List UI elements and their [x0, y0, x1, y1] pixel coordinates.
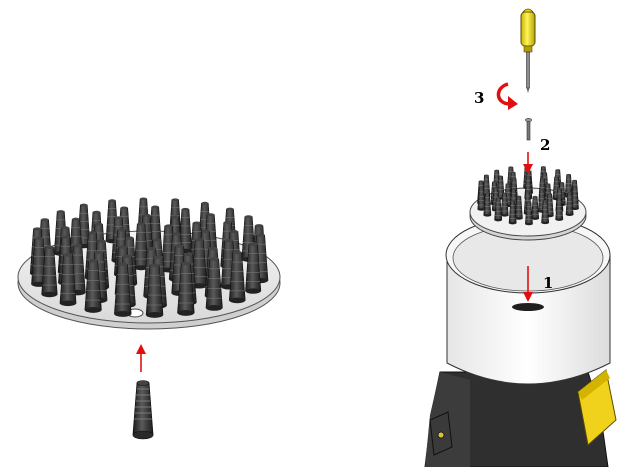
plate-screw: [525, 118, 531, 140]
rotate-clockwise-arrow-icon: [498, 84, 518, 110]
left-spike-plate-assembly: [18, 197, 280, 329]
step-label-2: 2: [540, 136, 550, 154]
step-label-3: 3: [474, 89, 484, 107]
step-label-1: 1: [543, 274, 553, 292]
plate-spikes: [30, 197, 268, 317]
right-housing-assembly: 1 2 3: [425, 9, 616, 467]
insert-spike-arrow: [136, 344, 146, 372]
cylinder-inner-hole: [512, 303, 544, 311]
loose-spike: [133, 381, 153, 440]
screwdriver-icon: [521, 9, 535, 93]
